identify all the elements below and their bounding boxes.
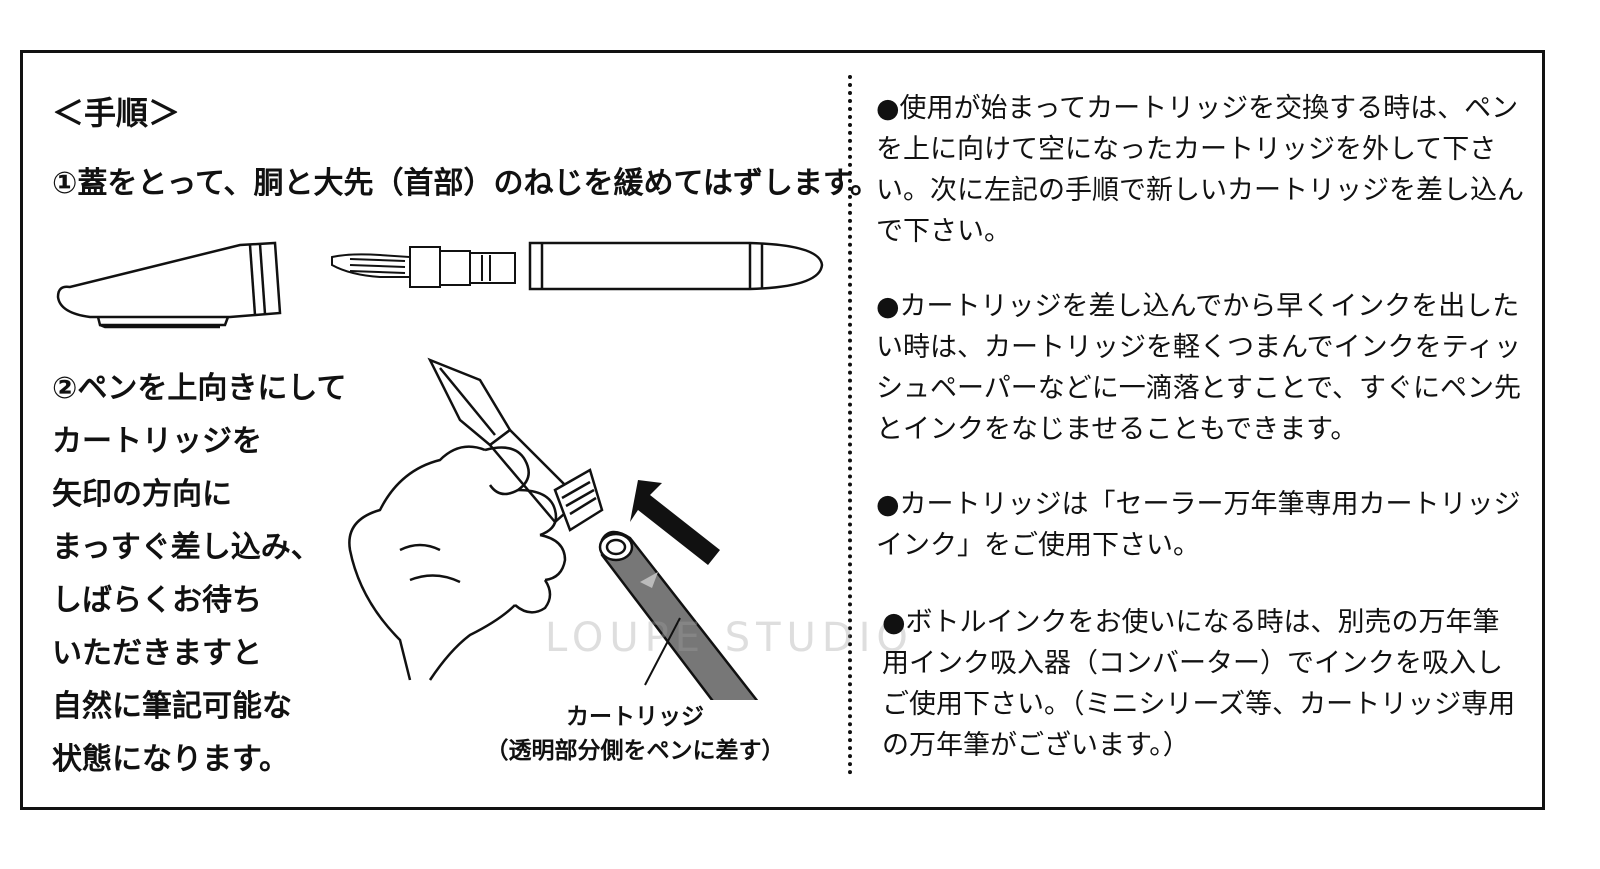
- step-2-line: まっすぐ差し込み、: [52, 530, 321, 565]
- ink-cartridge-icon: [598, 530, 759, 700]
- cartridge-label-title: カートリッジ: [566, 704, 704, 730]
- grip-section-icon: [488, 428, 604, 532]
- step-2-line: 矢印の方向に: [52, 477, 232, 512]
- hand-icon: [348, 445, 567, 681]
- step-2-line: 自然に筆記可能な: [52, 689, 292, 724]
- pen-parts-illustration: [56, 241, 824, 329]
- pen-nib-section-icon: [331, 246, 516, 288]
- step-2-line: しばらくお待ち: [52, 583, 262, 618]
- studio-watermark: LOUPE STUDIO: [545, 615, 914, 661]
- pen-cap-icon: [56, 241, 282, 329]
- step-1-text: ①蓋をとって、胴と大先（首部）のねじを緩めてはずします。: [52, 166, 880, 201]
- cartridge-label: カートリッジ （透明部分側をペンに差す）: [470, 700, 800, 768]
- cartridge-label-note: （透明部分側をペンに差す）: [485, 738, 785, 764]
- step-2-line: 状態になります。: [52, 742, 289, 777]
- step-2-line: いただきますと: [52, 636, 262, 671]
- note-paragraph: ●カートリッジを差し込んでから早くインクを出したい時は、カートリッジを軽くつまん…: [876, 291, 1522, 445]
- procedure-heading: ＜手順＞: [52, 94, 181, 132]
- step-2-line: ②ペンを上向きにして: [52, 371, 347, 406]
- pen-barrel-icon: [528, 241, 824, 291]
- hand-cartridge-illustration: [348, 357, 759, 700]
- dotted-divider: [848, 75, 852, 775]
- step-2-line: カートリッジを: [52, 424, 262, 459]
- step-2-text: ②ペンを上向きにして カートリッジを 矢印の方向に まっすぐ差し込み、 しばらく…: [52, 362, 347, 786]
- insert-direction-arrow-icon: [630, 480, 720, 565]
- nib-icon: [427, 357, 512, 447]
- note-paragraph: ●使用が始まってカートリッジを交換する時は、ペンを上に向けて空になったカートリッ…: [876, 93, 1524, 247]
- note-paragraph: ●カートリッジは「セーラー万年筆専用カートリッジインク」をご使用下さい。: [876, 489, 1521, 561]
- instruction-frame: [20, 50, 1545, 810]
- note-paragraph: ●ボトルインクをお使いになる時は、別売の万年筆用インク吸入器（コンバーター）でイ…: [882, 607, 1516, 761]
- notes-column: ●使用が始まってカートリッジを交換する時は、ペンを上に向けて空になったカートリッ…: [876, 88, 1526, 800]
